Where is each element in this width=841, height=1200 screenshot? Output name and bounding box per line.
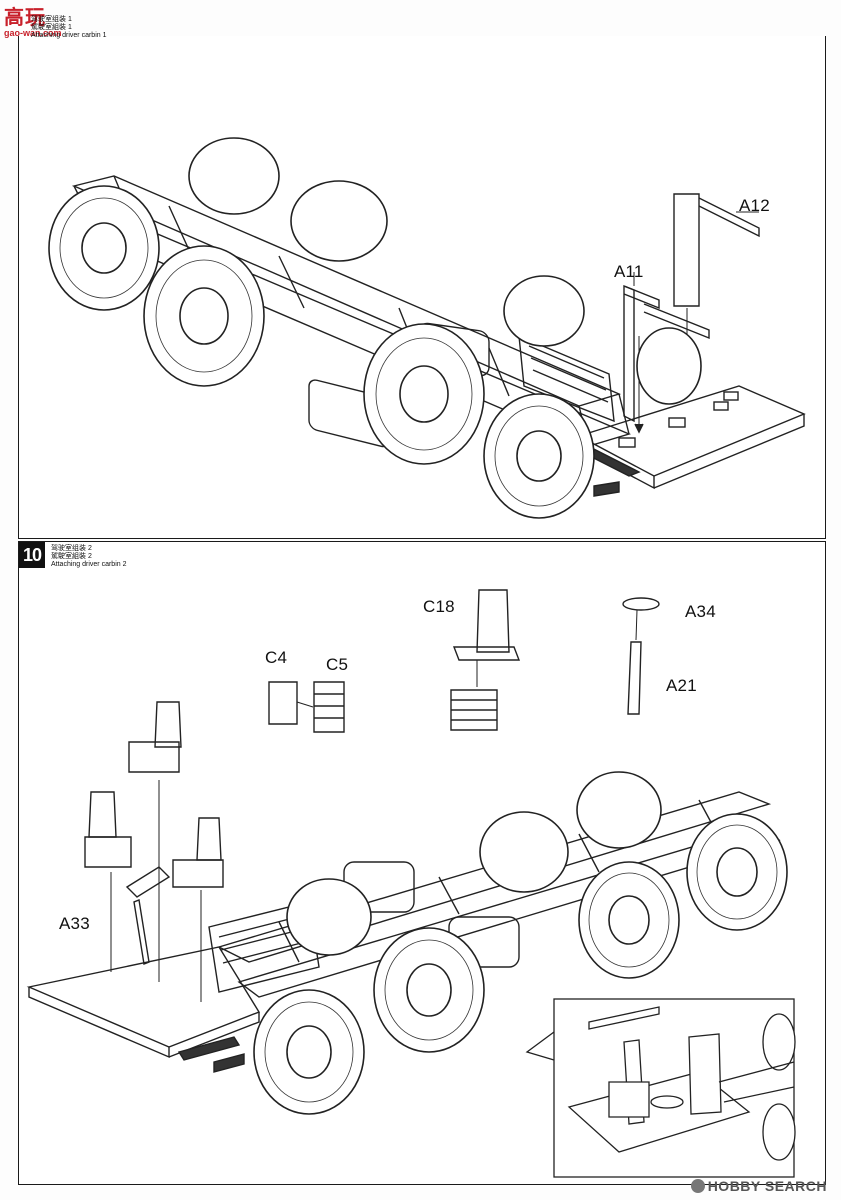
watermark-site: gao-wan.com xyxy=(4,28,62,38)
part-label-a11: A11 xyxy=(614,262,644,281)
watermark-logo-text: 高玩 xyxy=(4,7,46,29)
part-label-c4: C4 xyxy=(265,648,288,667)
step-9-panel: 驾驶室组装 1 駕駛室組裝 1 Attaching driver carbin … xyxy=(18,16,826,539)
hobby-search-logo-icon xyxy=(690,1179,705,1193)
step-10-title-en: Attaching driver carbin 2 xyxy=(51,561,127,568)
step-9-title-cn2: 駕駛室組裝 1 xyxy=(31,24,72,31)
footer-brand: HOBBY SEARCH xyxy=(690,1178,827,1194)
step-9-title-en: Attaching driver carbin 1 xyxy=(31,32,107,39)
part-label-c18: C18 xyxy=(423,597,455,616)
part-label-a34: A34 xyxy=(685,602,716,621)
step-9-heading: 驾驶室组装 1 駕駛室組裝 1 Attaching driver carbin … xyxy=(31,16,106,40)
part-label-a12: A12 xyxy=(739,196,770,215)
step-9-chassis-drawing xyxy=(48,137,806,519)
part-label-a21: A21 xyxy=(666,676,697,695)
step-9-title-cn1: 驾驶室组装 1 xyxy=(31,16,72,23)
step-10-title-cn1: 驾驶室组装 2 xyxy=(51,545,92,552)
step-10-chassis-drawing xyxy=(26,589,796,1178)
watermark-logo: 高玩 gao-wan.com xyxy=(4,8,62,38)
step-10-number: 10 xyxy=(19,542,45,568)
footer-brand-text: HOBBY SEARCH xyxy=(707,1178,827,1194)
step-10-heading: 驾驶室组装 2 駕駛室組裝 2 Attaching driver carbin … xyxy=(51,545,126,569)
step-10-panel: 10 驾驶室组装 2 駕駛室組裝 2 Attaching driver carb… xyxy=(18,541,826,1185)
step-10-title-cn2: 駕駛室組裝 2 xyxy=(51,553,92,560)
part-label-c5: C5 xyxy=(326,655,349,674)
part-label-a33: A33 xyxy=(59,914,90,933)
